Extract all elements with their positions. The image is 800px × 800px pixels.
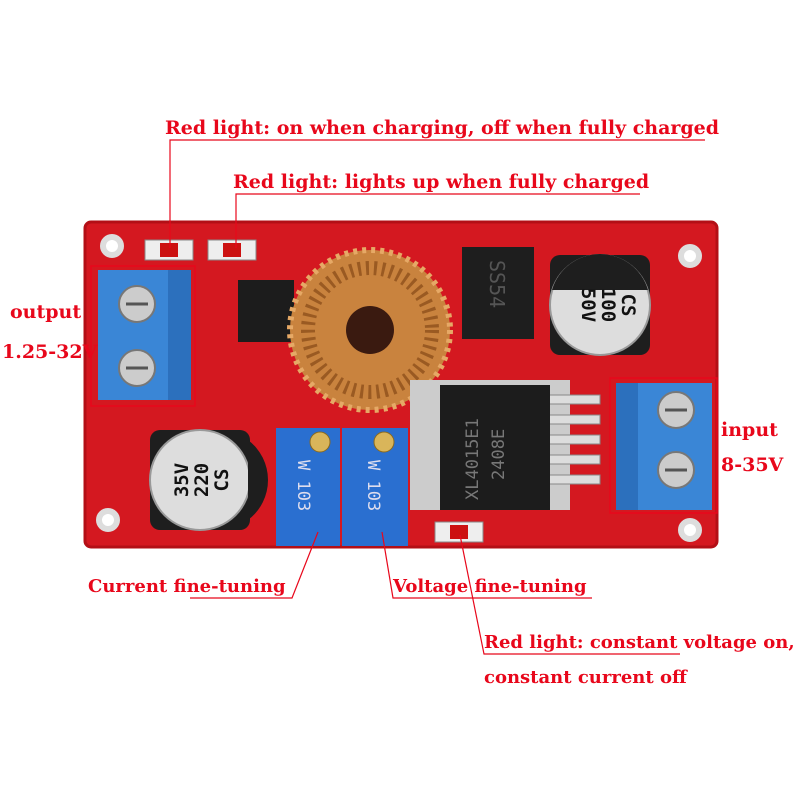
cap-in-voltage: 35V: [171, 463, 193, 497]
annotation-full-led: Red light: lights up when fully charged: [233, 171, 649, 193]
control-ic: [238, 280, 294, 342]
cap-out-voltage: 50V: [577, 288, 599, 322]
leader-lines: [169, 139, 705, 655]
annotation-current-pot: Current fine-tuning: [88, 576, 286, 597]
xl4015-regulator: [440, 385, 550, 510]
annotation-voltage-pot: Voltage fine-tuning: [392, 576, 587, 597]
mounting-holes: [96, 234, 702, 542]
cap-out-label: CS: [617, 294, 639, 317]
annotation-output-range: 1.25-32V: [2, 341, 99, 363]
annotation-charging-led: Red light: on when charging, off when fu…: [165, 117, 719, 139]
capacitor-220uf: 35V 220 CS: [149, 429, 268, 531]
diode-marking: SS54: [485, 260, 509, 308]
cap-in-label: CS: [211, 469, 233, 492]
voltage-potentiometer[interactable]: W 103: [342, 428, 408, 546]
regulator-marking: XL4015E1: [463, 418, 483, 500]
annotation-cv-led-1: Red light: constant voltage on,: [484, 632, 795, 653]
capacitor-100uf: CS 100 50V: [549, 254, 651, 356]
toroid-inductor: [287, 247, 453, 413]
annotation-cv-led-2: constant current off: [484, 667, 688, 688]
annotation-input-range: 8-35V: [721, 454, 785, 476]
cap-out-value: 100: [597, 288, 619, 322]
annotation-input: input: [721, 419, 778, 441]
annotation-output: output: [10, 301, 81, 323]
schottky-diode: [462, 247, 534, 339]
pot1-marking: W 103: [293, 460, 313, 511]
pot2-marking: W 103: [363, 460, 383, 511]
cap-in-value: 220: [191, 463, 213, 497]
regulator-date-code: 2408E: [489, 429, 509, 480]
current-potentiometer[interactable]: W 103: [276, 428, 340, 546]
